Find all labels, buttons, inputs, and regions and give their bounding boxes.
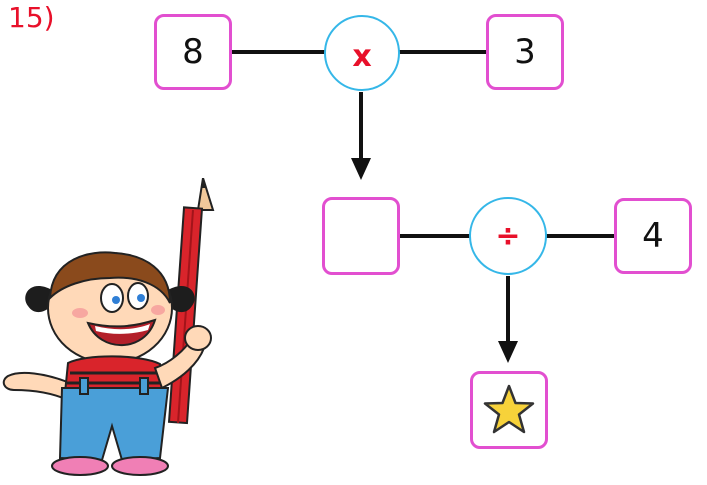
input-box-second: 3 <box>486 14 564 90</box>
star-icon <box>483 384 535 434</box>
divide-operator: ÷ <box>469 197 547 275</box>
arrow-head-icon <box>498 341 518 363</box>
input-box-first: 8 <box>154 14 232 90</box>
operator-symbol: ÷ <box>495 218 521 254</box>
multiply-operator: x <box>324 15 400 91</box>
answer-box-blank[interactable] <box>322 197 400 275</box>
girl-with-pencil-icon <box>2 178 215 476</box>
result-box[interactable] <box>470 371 548 449</box>
arrow-head-icon <box>351 158 371 180</box>
divisor-box: 4 <box>614 198 692 274</box>
operator-symbol: x <box>352 38 372 74</box>
question-number: 15) <box>8 1 55 34</box>
